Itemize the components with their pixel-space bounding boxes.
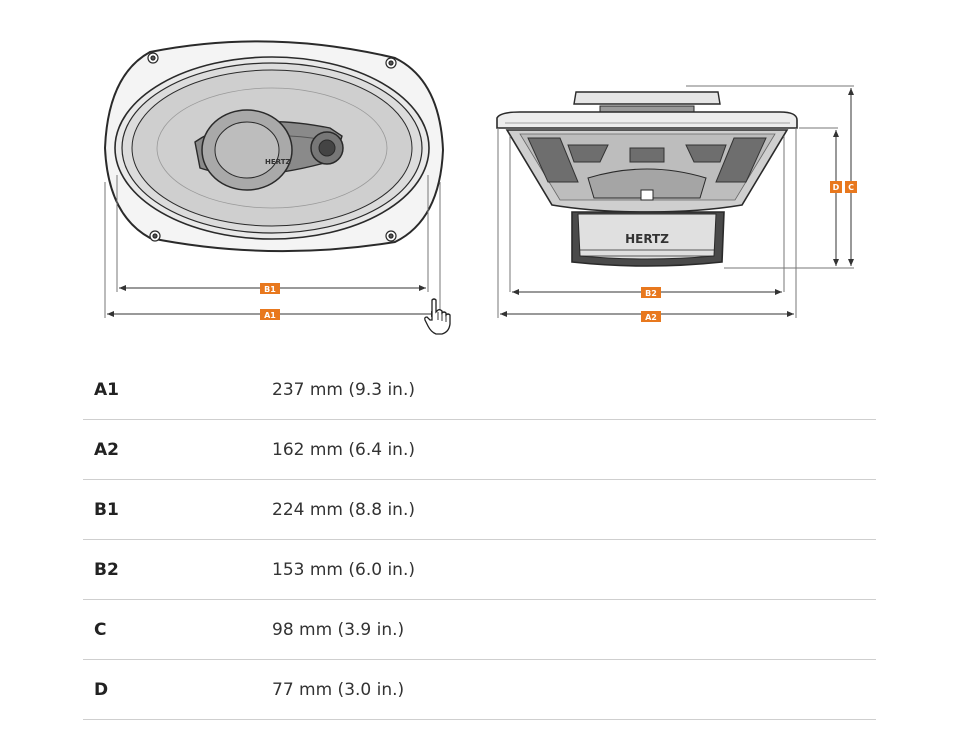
svg-text:A1: A1 [264,311,276,320]
label-d-tag: D [830,181,842,193]
label-b2-tag: B2 [641,287,661,298]
label-a1-tag: A1 [260,309,280,320]
dimension-value: 224 mm (8.8 in.) [272,479,876,540]
speaker-front-view [103,40,445,253]
table-row: A1 237 mm (9.3 in.) [83,360,876,420]
hand-pointer-icon [424,298,451,335]
dimension-key: B2 [83,539,272,600]
label-a2-tag: A2 [641,311,661,322]
table-row: B1 224 mm (8.8 in.) [83,479,876,540]
svg-text:A2: A2 [645,313,657,322]
dimension-value: 77 mm (3.0 in.) [272,659,876,720]
side-brand-logo: HERTZ [625,232,669,246]
table-row: D 77 mm (3.0 in.) [83,659,876,720]
front-brand-logo: HERTZ [265,158,291,166]
dimension-key: A2 [83,419,272,480]
dimension-key: D [83,659,272,720]
svg-text:D: D [833,183,840,192]
svg-text:B2: B2 [645,289,657,298]
table-row: B2 153 mm (6.0 in.) [83,539,876,600]
label-c-tag: C [845,181,857,193]
dimensions-table: A1 237 mm (9.3 in.) A2 162 mm (6.4 in.) … [83,360,876,720]
dimension-key: A1 [83,360,272,420]
dimension-value: 162 mm (6.4 in.) [272,419,876,480]
label-b1-tag: B1 [260,283,280,294]
speaker-dimension-diagram: HERTZ B1 A1 [103,40,857,335]
svg-text:B1: B1 [264,285,276,294]
dimension-key: C [83,599,272,660]
dimension-value: 237 mm (9.3 in.) [272,360,876,420]
table-row: A2 162 mm (6.4 in.) [83,419,876,480]
dimension-value: 98 mm (3.9 in.) [272,599,876,660]
dimension-key: B1 [83,479,272,540]
table-row: C 98 mm (3.9 in.) [83,599,876,660]
speaker-side-view [496,91,798,267]
svg-text:C: C [848,183,854,192]
dimension-value: 153 mm (6.0 in.) [272,539,876,600]
